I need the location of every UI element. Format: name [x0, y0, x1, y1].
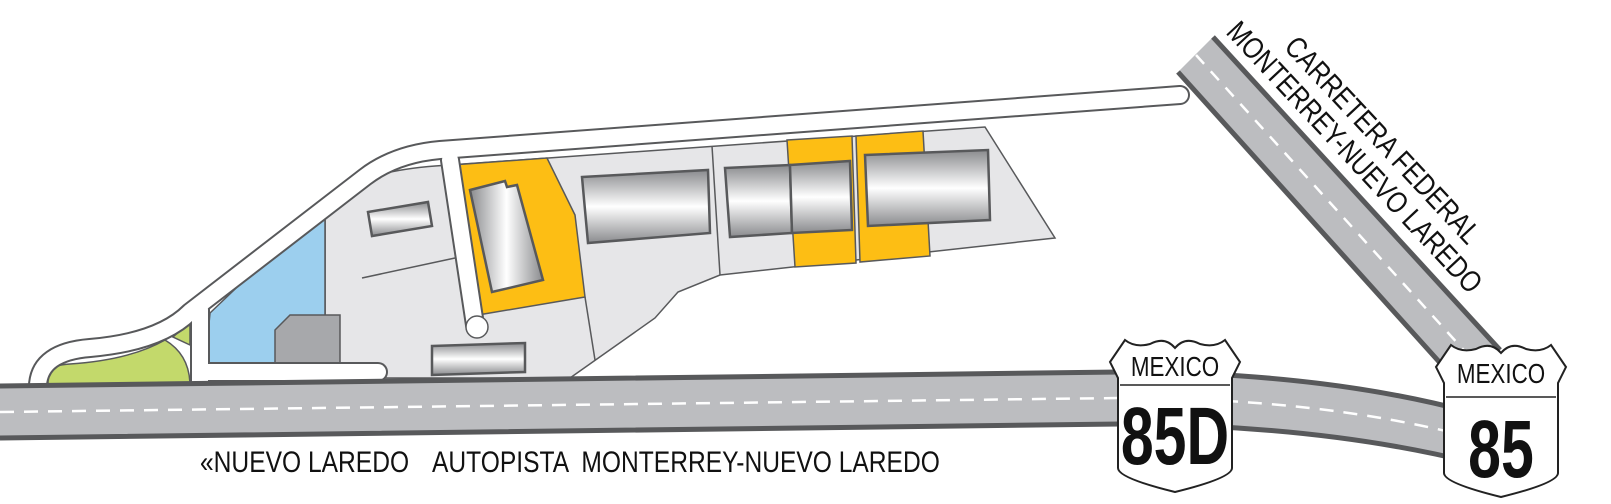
highway-shield-85d: MEXICO 85D: [1108, 338, 1242, 494]
nuevo-laredo-direction-label: «NUEVO LAREDO: [200, 445, 409, 479]
building: [430, 341, 527, 377]
building: [723, 163, 794, 239]
building: [788, 159, 854, 235]
shield-number: 85: [1468, 404, 1534, 496]
highway-shield-85: MEXICO 85: [1434, 343, 1568, 499]
shield-country: MEXICO: [1457, 359, 1545, 390]
building: [366, 200, 434, 238]
shield-country: MEXICO: [1131, 352, 1219, 383]
building: [863, 148, 992, 228]
gray-structure: [274, 314, 341, 369]
shield-number: 85D: [1121, 391, 1229, 483]
buildings: [366, 148, 992, 377]
access-road[interactable]: [28, 85, 1190, 395]
highway-name-label: AUTOPISTA MONTERREY-NUEVO LAREDO: [432, 445, 940, 479]
federal-road[interactable]: [1176, 35, 1502, 387]
building: [468, 179, 545, 294]
building: [580, 168, 712, 245]
